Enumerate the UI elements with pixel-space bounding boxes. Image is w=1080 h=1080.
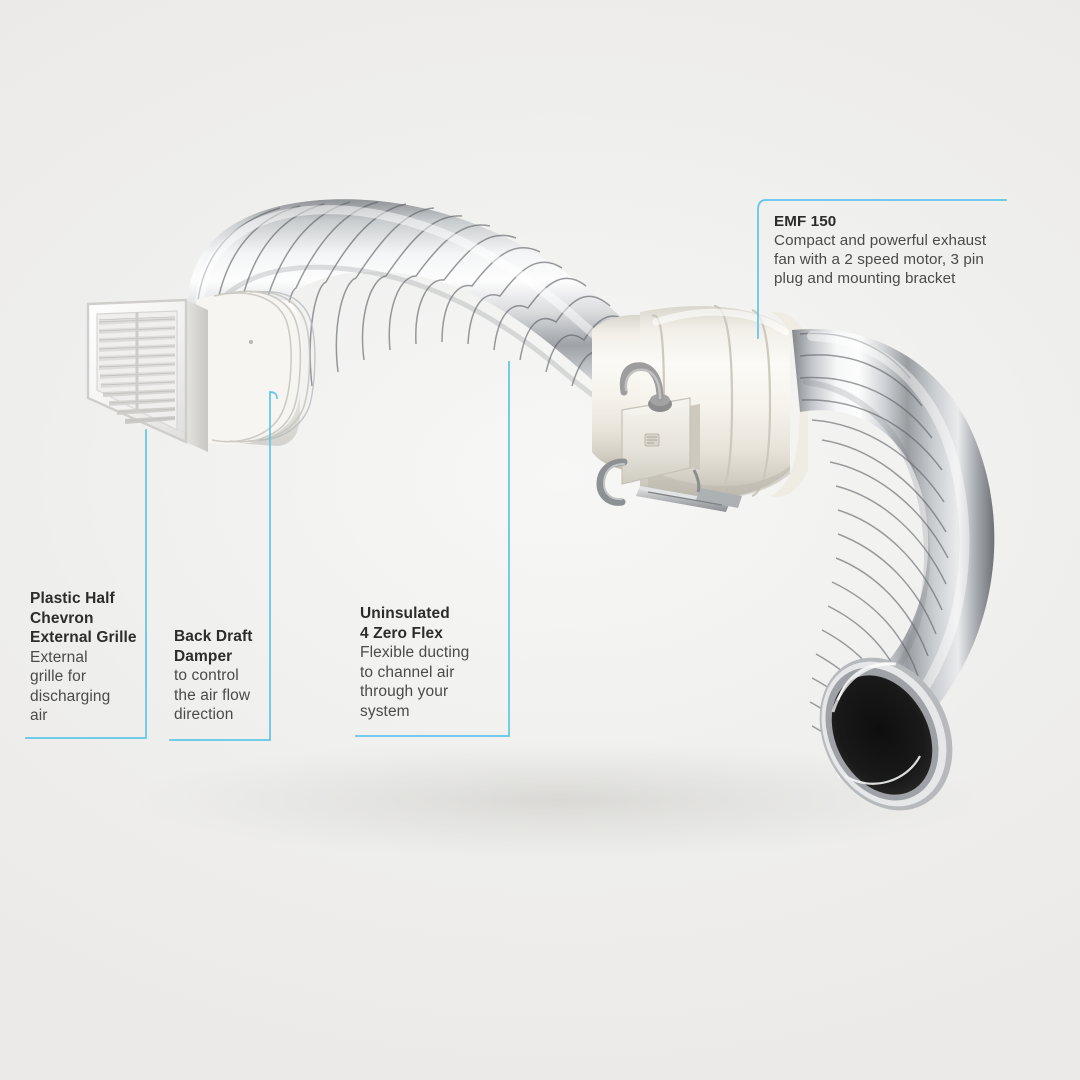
grille-plate: [86, 298, 208, 452]
leader-grille: [25, 429, 147, 739]
duct-open-end: [819, 657, 953, 811]
grille-collar: [186, 290, 316, 446]
junction-box: [619, 362, 700, 485]
callout-external-grille-title: Plastic Half Chevron External Grille: [30, 590, 137, 647]
callout-emf-150-title: EMF 150: [774, 213, 837, 230]
external-grille-assembly: [86, 290, 316, 452]
callout-flex-duct: Uninsulated 4 Zero Flex Flexible ducting…: [360, 604, 500, 721]
flex-duct-lower-arc: [792, 328, 995, 778]
callout-back-draft-damper-title: Back Draft Damper: [174, 628, 253, 665]
leader-damper: [169, 391, 278, 741]
leader-flex: [355, 361, 510, 737]
mounting-bracket: [636, 486, 742, 512]
leader-emf-150: [757, 199, 1007, 339]
callout-emf-150: EMF 150 Compact and powerful exhaust fan…: [774, 212, 1020, 289]
callout-emf-150-body: Compact and powerful exhaust fan with a …: [774, 232, 987, 288]
mounting-strap: [596, 458, 628, 506]
callout-external-grille: Plastic Half Chevron External Grille Ext…: [30, 589, 162, 726]
drop-shadow: [130, 740, 990, 860]
callout-external-grille-body: External grille for discharging air: [30, 648, 111, 725]
duct-interior: [831, 675, 933, 795]
callout-flex-duct-body: Flexible ducting to channel air through …: [360, 644, 470, 720]
grille-louvers: [98, 312, 176, 424]
callout-flex-duct-title: Uninsulated 4 Zero Flex: [360, 605, 450, 642]
callout-back-draft-damper-body: to control the air flow direction: [174, 667, 251, 724]
callout-back-draft-damper: Back Draft Damper to control the air flo…: [174, 627, 284, 725]
emf-150-fan-unit: [592, 304, 808, 512]
